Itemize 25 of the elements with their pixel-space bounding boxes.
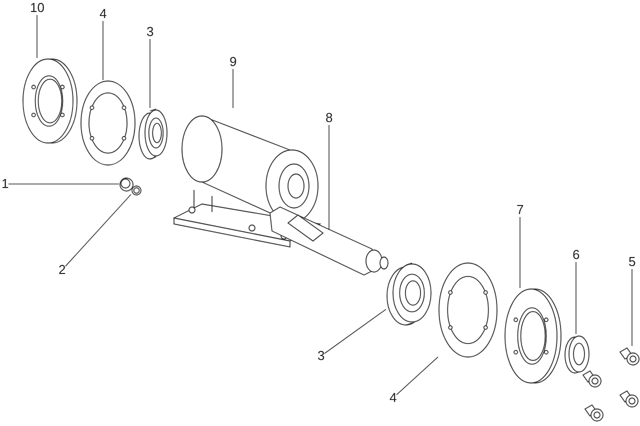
callout-number: 3 [318,349,325,363]
callout-number: 4 [100,7,107,21]
leader-line [65,194,132,267]
plug-drawing [119,177,134,192]
callout-number: 2 [58,263,66,277]
callout-number: 7 [516,203,524,217]
gasket-drawing [80,80,136,166]
seal-drawing [564,334,592,374]
leader-line [36,14,38,58]
callout-number: 4 [390,391,397,405]
leader-line [102,20,104,80]
leader-line [328,124,330,230]
gasket-drawing [438,262,498,358]
callout-number: 9 [230,55,237,69]
leader-line [396,356,438,396]
callout-number: 3 [146,25,154,39]
callout-number: 1 [2,177,9,191]
callout-number: 5 [628,255,636,269]
bolt-drawing [619,346,640,367]
callout-number: 8 [326,111,333,125]
callout-number: 6 [572,248,580,262]
leader-line [232,68,234,108]
callout-number: 10 [30,1,44,15]
leader-line [324,308,386,354]
washer-drawing [131,185,142,196]
